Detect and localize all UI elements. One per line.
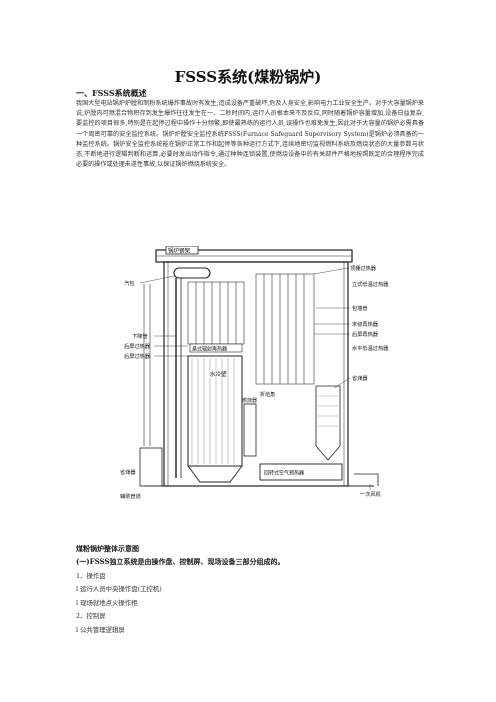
list-item: 1、操作盘 xyxy=(76,572,106,580)
svg-text:后屏再热器: 后屏再热器 xyxy=(352,330,379,338)
svg-text:顶棚过热器: 顶棚过热器 xyxy=(350,264,377,272)
burner-zone xyxy=(243,403,257,457)
component-list: 1、操作盘 l 运行人员中央操作盘(工控机) l 现场就地点火操作柜 2、控制屏… xyxy=(76,570,162,637)
svg-text:末级再热器: 末级再热器 xyxy=(352,320,379,328)
section-heading-components: (一)FSSS独立系统是由操作盘、控制屏、现场设备三部分组成的。 xyxy=(76,557,285,566)
figure-caption: 煤粉锅炉整体示意图 xyxy=(76,544,139,553)
air-preheater xyxy=(259,463,343,481)
svg-text:水冷壁: 水冷壁 xyxy=(210,370,227,378)
water-wall xyxy=(187,355,243,467)
svg-text:回转式空气预热器: 回转式空气预热器 xyxy=(264,470,304,477)
section-heading-overview: 一、FSSS系统概述 xyxy=(76,88,147,98)
svg-text:后屏过热器: 后屏过热器 xyxy=(124,352,151,360)
list-item: l 公共管理逻辑屏 xyxy=(76,625,125,634)
convection-pass xyxy=(255,273,315,385)
economizer xyxy=(315,385,341,461)
list-item: l 现场就地点火操作柜 xyxy=(76,598,138,607)
overview-paragraph: 我国大型电站锅炉炉膛和制粉系统爆炸事故时有发生,造成设备严重破坏,危及人身安全,… xyxy=(76,100,424,169)
svg-text:折焰角: 折焰角 xyxy=(260,391,275,398)
svg-text:悬式辐射再热器: 悬式辐射再热器 xyxy=(192,346,227,353)
svg-text:下降管: 下降管 xyxy=(132,332,148,340)
svg-text:汽包: 汽包 xyxy=(124,279,134,287)
svg-text:立式低温过热器: 立式低温过热器 xyxy=(352,280,389,288)
svg-text:省煤器: 省煤器 xyxy=(352,374,368,382)
svg-text:后屏过热器: 后屏过热器 xyxy=(124,342,151,350)
svg-text:水平低温过热器: 水平低温过热器 xyxy=(352,344,389,352)
list-item: 2、控制屏 xyxy=(76,612,106,621)
svg-text:燃烧器: 燃烧器 xyxy=(242,397,257,404)
svg-text:包墙管: 包墙管 xyxy=(352,304,368,312)
svg-text:省煤器: 省煤器 xyxy=(120,468,136,476)
steam-drum xyxy=(173,267,211,279)
boiler-diagram: 锅炉钢架 水冷壁 悬式辐射再热器 xyxy=(120,246,389,500)
label-steel-frame: 锅炉钢架 xyxy=(168,247,191,255)
platen-superheater xyxy=(187,281,245,345)
list-item: l 运行人员中央操作盘(工控机) xyxy=(76,585,162,594)
svg-text:辅助管道: 辅助管道 xyxy=(120,492,141,500)
svg-text:一次风机: 一次风机 xyxy=(360,490,382,498)
page-title: FSSS系统(煤粉锅炉) xyxy=(174,68,322,86)
